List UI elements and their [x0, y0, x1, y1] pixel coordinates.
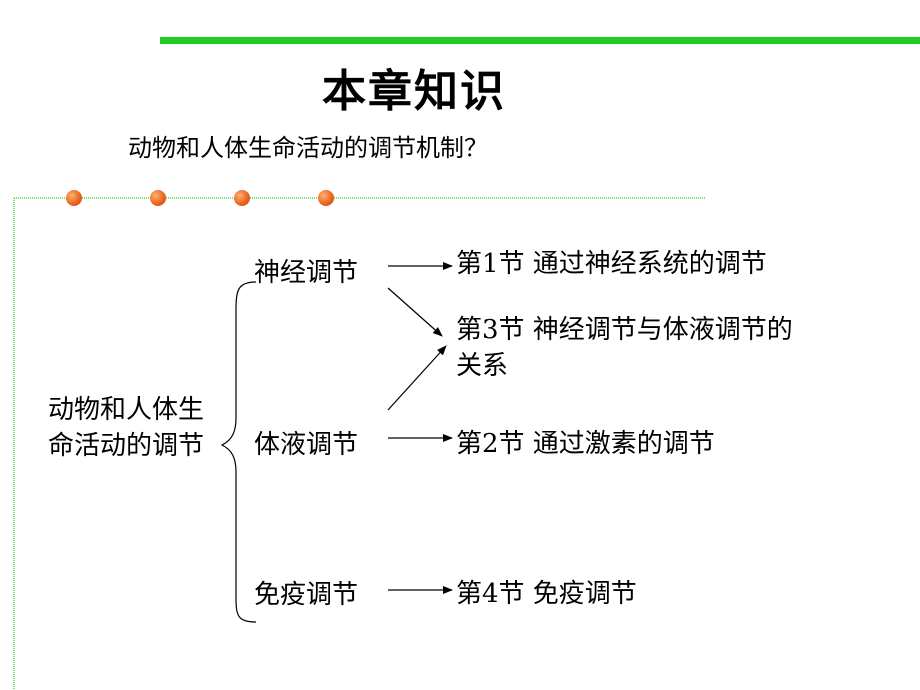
root-node: 动物和人体生命活动的调节: [48, 395, 205, 461]
branch-immune: 免疫调节: [254, 580, 359, 610]
decor-dot-4: [318, 190, 334, 206]
top-green-bar: [160, 37, 920, 44]
subtitle: 动物和人体生命活动的调节机制？: [128, 134, 488, 162]
decor-dot-2: [150, 190, 166, 206]
branch-humoral: 体液调节: [254, 430, 359, 460]
section-3-line2: 关系: [456, 351, 509, 381]
arrow-humoral-s3: [387, 345, 447, 411]
decor-dot-3: [234, 190, 250, 206]
section-3-line1: 第3节 神经调节与体液调节的: [456, 315, 793, 345]
page-title: 本章知识: [322, 66, 506, 117]
section-2: 第2节 通过激素的调节: [456, 429, 715, 459]
brace: [220, 281, 257, 623]
section-4: 第4节 免疫调节: [456, 579, 637, 609]
arrow-nerve-s3: [387, 287, 443, 337]
decor-dot-1: [66, 190, 82, 206]
branch-nerve: 神经调节: [254, 258, 359, 288]
section-1: 第1节 通过神经系统的调节: [456, 249, 767, 279]
